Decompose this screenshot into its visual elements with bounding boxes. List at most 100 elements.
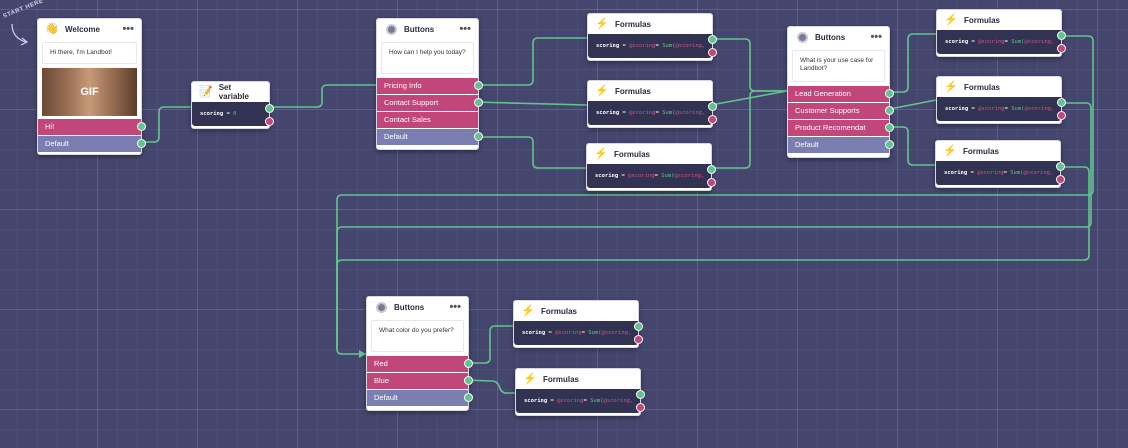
button-label: Product Recomendat <box>795 123 866 132</box>
function-arg: @scoring, <box>675 110 706 116</box>
output-port[interactable] <box>464 393 473 402</box>
output-port[interactable] <box>708 35 717 44</box>
button-red[interactable]: Red <box>367 356 473 372</box>
output-port[interactable] <box>464 359 473 368</box>
button-label: Hi! <box>45 122 55 131</box>
operator: = <box>1004 39 1008 45</box>
button-default[interactable]: Default <box>377 129 483 145</box>
robot-icon <box>384 22 398 36</box>
error-port[interactable] <box>636 403 645 412</box>
welcome-node[interactable]: 👋 Welcome ••• Hi there, I'm Landbot! GIF… <box>37 18 146 155</box>
button-product-recommendation[interactable]: Product Recomendat <box>788 120 894 136</box>
operator: = <box>971 39 975 45</box>
output-port[interactable] <box>474 132 483 141</box>
output-port[interactable] <box>1057 98 1066 107</box>
node-header: Buttons ••• <box>788 27 889 47</box>
function-name: Sum( <box>662 110 676 116</box>
operator: = <box>655 43 659 49</box>
function-name: Sum( <box>590 398 604 404</box>
node-menu-button[interactable]: ••• <box>449 301 461 313</box>
function-arg: @scoring, <box>1024 39 1055 45</box>
variable-name: scoring <box>200 111 224 117</box>
button-contact-support[interactable]: Contact Support <box>377 95 483 111</box>
button-hi[interactable]: Hi! <box>38 119 146 135</box>
error-port[interactable] <box>1057 44 1066 53</box>
error-port[interactable] <box>708 48 717 57</box>
output-port[interactable] <box>634 322 643 331</box>
button-customer-supports[interactable]: Customer Supports <box>788 103 894 119</box>
error-port[interactable] <box>265 117 274 126</box>
formula-expression: scoring = @scoring= Sum(@scoring, <box>588 101 712 125</box>
output-port[interactable] <box>474 98 483 107</box>
function-name: Sum( <box>1010 170 1024 176</box>
formula-expression: scoring = @scoring= Sum(@scoring, <box>587 164 711 188</box>
connector-pricing-to-formula <box>474 37 587 86</box>
button-label: Blue <box>374 376 390 385</box>
button-pricing-info[interactable]: Pricing Info <box>377 78 483 94</box>
connector-f1-to-buttons2 <box>711 38 787 92</box>
output-port[interactable] <box>636 390 645 399</box>
output-port[interactable] <box>464 376 473 385</box>
error-port[interactable] <box>1056 175 1065 184</box>
error-port[interactable] <box>708 115 717 124</box>
node-menu-button[interactable]: ••• <box>870 31 882 43</box>
output-port[interactable] <box>885 106 894 115</box>
lightning-icon: ⚡ <box>943 144 957 157</box>
output-port[interactable] <box>1056 162 1065 171</box>
question-text: What is your use case for Landbot? <box>792 50 885 82</box>
button-contact-sales[interactable]: Contact Sales <box>377 112 478 128</box>
function-name: Sum( <box>588 330 602 336</box>
node-header: ⚡Formulas <box>588 81 712 101</box>
error-port[interactable] <box>634 335 643 344</box>
variable-ref: @scoring <box>978 106 1005 112</box>
set-variable-node[interactable]: 📝 Set variable scoring = 0 <box>191 81 274 129</box>
buttons-node-color[interactable]: Buttons ••• What color do you prefer? Re… <box>366 296 473 411</box>
operator: = <box>971 106 975 112</box>
operator: = <box>1004 106 1008 112</box>
error-port[interactable] <box>707 178 716 187</box>
node-menu-button[interactable]: ••• <box>122 23 134 35</box>
button-lead-generation[interactable]: Lead Generation <box>788 86 894 102</box>
output-port[interactable] <box>474 81 483 90</box>
lightning-icon: ⚡ <box>944 80 958 93</box>
output-port[interactable] <box>885 123 894 132</box>
output-port[interactable] <box>885 89 894 98</box>
buttons-node-help[interactable]: Buttons ••• How can I help you today? Pr… <box>376 18 483 150</box>
operator: = <box>226 111 230 117</box>
formula-expression: scoring = @scoring= Sum(@scoring, <box>937 97 1061 121</box>
output-port[interactable] <box>707 165 716 174</box>
output-port[interactable] <box>708 102 717 111</box>
node-title: Formulas <box>615 19 652 29</box>
output-port[interactable] <box>137 139 146 148</box>
node-header: ⚡Formulas <box>937 77 1061 97</box>
output-port[interactable] <box>265 104 274 113</box>
connector-f2-to-buttons2 <box>710 90 788 106</box>
button-label: Default <box>795 140 819 149</box>
node-header: ⚡Formulas <box>588 14 712 34</box>
output-port[interactable] <box>1057 31 1066 40</box>
operator: = <box>622 43 626 49</box>
node-menu-button[interactable]: ••• <box>459 23 471 35</box>
variable-name: scoring <box>596 110 620 116</box>
variable-ref: @scoring <box>557 398 584 404</box>
output-port[interactable] <box>885 140 894 149</box>
formula-expression: scoring = @scoring= Sum(@scoring, <box>936 161 1060 185</box>
buttons-node-use-case[interactable]: Buttons ••• What is your use case for La… <box>787 26 894 158</box>
button-default[interactable]: Default <box>38 136 146 152</box>
node-title: Formulas <box>964 15 1001 25</box>
lightning-icon: ⚡ <box>594 147 608 160</box>
output-port[interactable] <box>137 122 146 131</box>
button-default[interactable]: Default <box>367 390 473 406</box>
button-default[interactable]: Default <box>788 137 894 153</box>
button-blue[interactable]: Blue <box>367 373 473 389</box>
error-port[interactable] <box>1057 111 1066 120</box>
